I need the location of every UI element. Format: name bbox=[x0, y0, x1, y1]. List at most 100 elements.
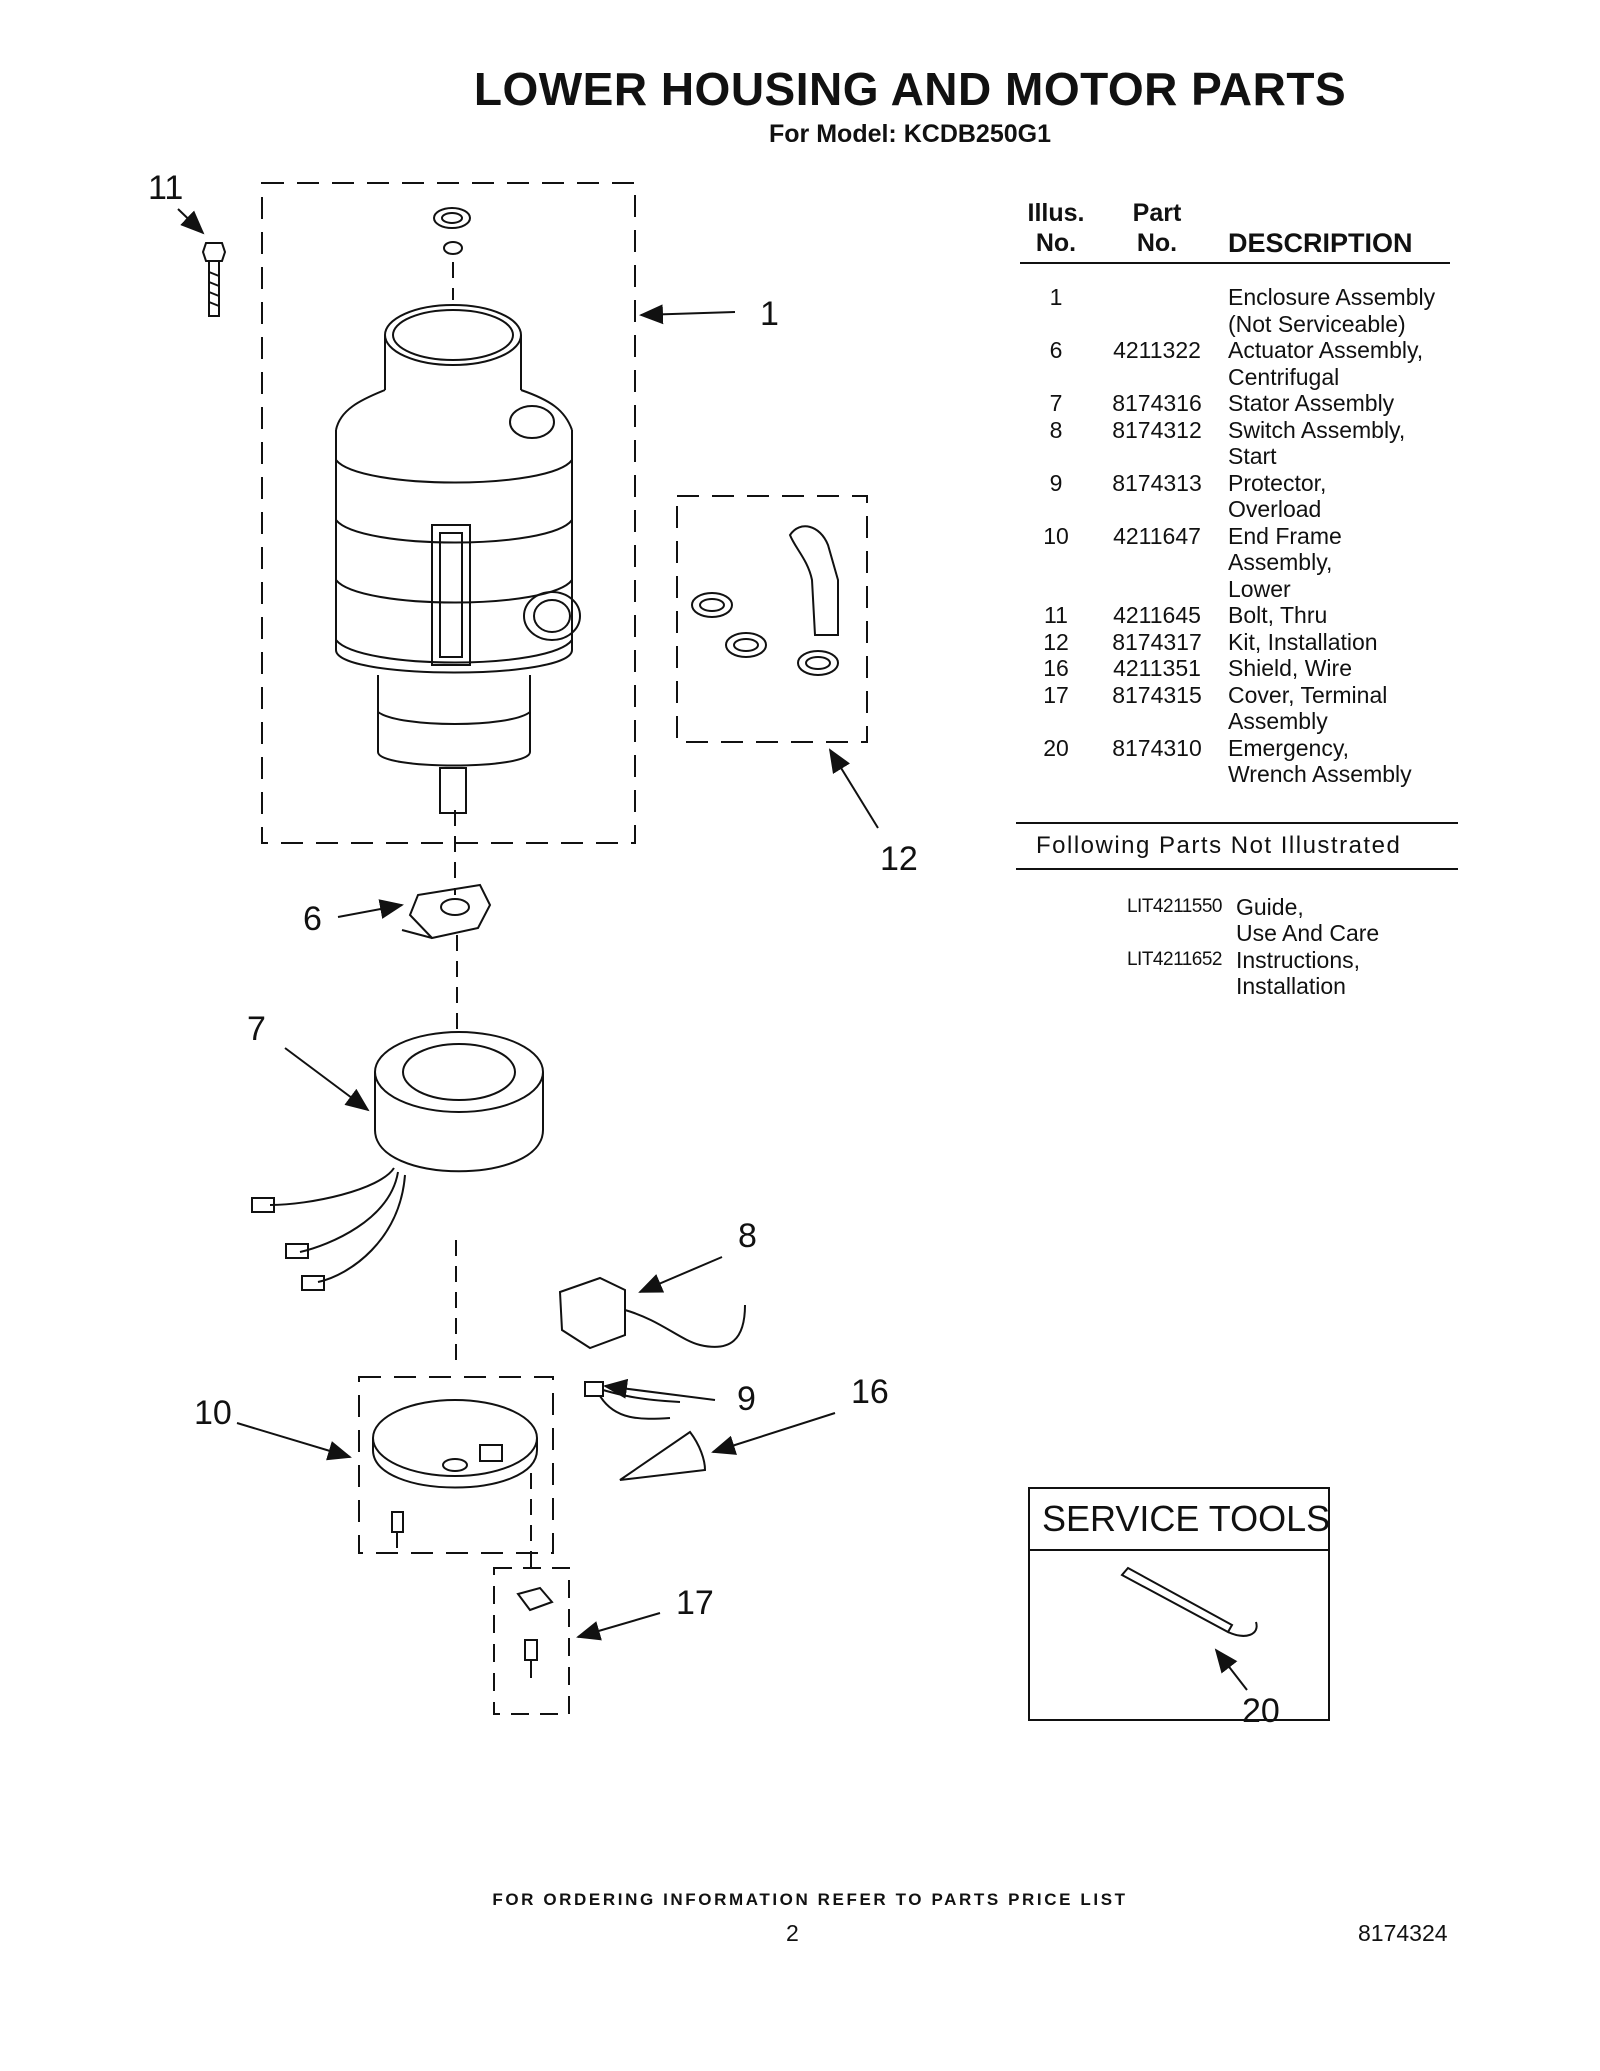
page-number: 2 bbox=[786, 1920, 799, 1946]
actuator-assembly bbox=[401, 883, 492, 940]
part-no: 4211645 bbox=[1113, 602, 1201, 628]
part-no: LIT4211550 bbox=[1126, 895, 1223, 917]
illus-header-line1: Illus. bbox=[1027, 199, 1085, 227]
callout-9: 9 bbox=[737, 1380, 756, 1418]
callout-17: 17 bbox=[676, 1584, 714, 1622]
illus-no: 20 bbox=[1043, 734, 1069, 761]
part-no: 8174312 bbox=[1112, 416, 1202, 443]
table-row: 20 8174310 Emergency,Wrench Assembly bbox=[1020, 735, 1450, 788]
callout-8: 8 bbox=[738, 1217, 757, 1255]
description: Actuator Assembly, bbox=[1228, 337, 1424, 363]
callout-16: 16 bbox=[851, 1373, 889, 1411]
description: Installation bbox=[1236, 973, 1346, 999]
table-row: 1 Enclosure Assembly(Not Serviceable) bbox=[1020, 284, 1450, 337]
description-header: DESCRIPTION bbox=[1228, 228, 1413, 258]
description: Instructions, bbox=[1236, 946, 1360, 973]
table-row: 10 4211647 End Frame Assembly,Lower bbox=[1020, 523, 1450, 603]
description: Emergency, bbox=[1228, 734, 1350, 761]
illus-no: 1 bbox=[1049, 284, 1063, 310]
callout-6: 6 bbox=[303, 900, 322, 938]
description: Stator Assembly bbox=[1228, 390, 1395, 416]
description: Enclosure Assembly bbox=[1228, 284, 1436, 310]
callout-10: 10 bbox=[194, 1394, 232, 1432]
start-switch-assembly bbox=[558, 1276, 746, 1350]
part-no: 4211351 bbox=[1113, 655, 1201, 681]
terminal-cover-group-box bbox=[493, 1567, 570, 1715]
description: Switch Assembly, bbox=[1228, 416, 1406, 443]
enclosure-assembly bbox=[335, 207, 581, 814]
illus-no: 8 bbox=[1049, 416, 1063, 443]
callout-20: 20 bbox=[1242, 1692, 1280, 1730]
part-header-line1: Part bbox=[1132, 199, 1182, 227]
illus-no: 7 bbox=[1049, 390, 1063, 416]
illus-no: 17 bbox=[1043, 681, 1069, 708]
illus-no: 11 bbox=[1044, 602, 1068, 628]
emergency-wrench bbox=[1120, 1566, 1258, 1637]
model-subtitle: For Model: KCDB250G1 bbox=[769, 120, 1051, 148]
document-number: 8174324 bbox=[1358, 1920, 1448, 1946]
part-no: 4211322 bbox=[1113, 337, 1201, 363]
list-item: LIT4211652 Instructions,Installation bbox=[1020, 947, 1450, 1000]
illus-no: 6 bbox=[1049, 337, 1063, 363]
end-frame-group-box bbox=[358, 1376, 554, 1554]
illus-no: 10 bbox=[1043, 522, 1069, 549]
table-row: 7 8174316 Stator Assembly bbox=[1020, 390, 1450, 417]
not-illustrated-heading: Following Parts Not Illustrated bbox=[1016, 821, 1458, 870]
ordering-note: FOR ORDERING INFORMATION REFER TO PARTS … bbox=[492, 1890, 1128, 1909]
description: Cover, Terminal bbox=[1228, 681, 1388, 708]
part-no bbox=[1092, 284, 1222, 337]
table-row: 6 4211322 Actuator Assembly,Centrifugal bbox=[1020, 337, 1450, 390]
description: Bolt, Thru bbox=[1228, 602, 1328, 628]
parts-table-rows: 1 Enclosure Assembly(Not Serviceable) 6 42… bbox=[1020, 284, 1450, 788]
part-no: 8174313 bbox=[1112, 469, 1202, 496]
description: Protector, bbox=[1228, 469, 1327, 496]
wire-shield bbox=[619, 1430, 707, 1481]
illus-header-line2: No. bbox=[1035, 229, 1077, 257]
thru-bolt bbox=[201, 242, 227, 317]
illus-no: 9 bbox=[1049, 469, 1063, 496]
list-item: LIT4211550 Guide,Use And Care bbox=[1020, 894, 1450, 947]
part-no: 8174316 bbox=[1112, 390, 1202, 416]
enclosure-group-box bbox=[261, 182, 636, 844]
table-row: 12 8174317 Kit, Installation bbox=[1020, 629, 1450, 656]
part-header-line2: No. bbox=[1136, 229, 1178, 257]
description: Assembly bbox=[1228, 708, 1328, 734]
description: Guide, bbox=[1236, 893, 1304, 920]
service-tools-title: SERVICE TOOLS bbox=[1030, 1489, 1330, 1551]
installation-kit-group-box bbox=[676, 495, 868, 743]
description: Use And Care bbox=[1236, 920, 1380, 946]
description: Start bbox=[1228, 443, 1277, 469]
description: Centrifugal bbox=[1228, 363, 1340, 390]
callout-7: 7 bbox=[247, 1010, 266, 1048]
illus-no: 16 bbox=[1043, 655, 1069, 681]
part-no: 8174315 bbox=[1112, 681, 1202, 708]
description: Shield, Wire bbox=[1228, 655, 1352, 681]
terminal-cover bbox=[516, 1586, 554, 1678]
part-no: 4211647 bbox=[1113, 522, 1201, 549]
description: (Not Serviceable) bbox=[1228, 310, 1406, 337]
service-tools-box: SERVICE TOOLS bbox=[1028, 1487, 1330, 1721]
description: Kit, Installation bbox=[1228, 628, 1378, 655]
description: Lower bbox=[1228, 575, 1291, 602]
description: End Frame Assembly, bbox=[1228, 522, 1342, 576]
part-no: LIT4211652 bbox=[1126, 948, 1223, 970]
installation-kit bbox=[691, 525, 839, 676]
overload-protector bbox=[584, 1381, 681, 1420]
description: Wrench Assembly bbox=[1228, 761, 1412, 787]
stator-assembly bbox=[251, 1031, 544, 1291]
callout-11: 11 bbox=[148, 169, 183, 207]
callout-12: 12 bbox=[880, 840, 918, 878]
page-title: LOWER HOUSING AND MOTOR PARTS bbox=[473, 63, 1347, 115]
table-row: 16 4211351 Shield, Wire bbox=[1020, 655, 1450, 682]
table-row: 11 4211645 Bolt, Thru bbox=[1020, 602, 1450, 629]
illus-no: 12 bbox=[1043, 628, 1069, 655]
part-no: 8174317 bbox=[1112, 628, 1202, 655]
part-no: 8174310 bbox=[1112, 734, 1202, 761]
lower-end-frame bbox=[372, 1399, 538, 1548]
